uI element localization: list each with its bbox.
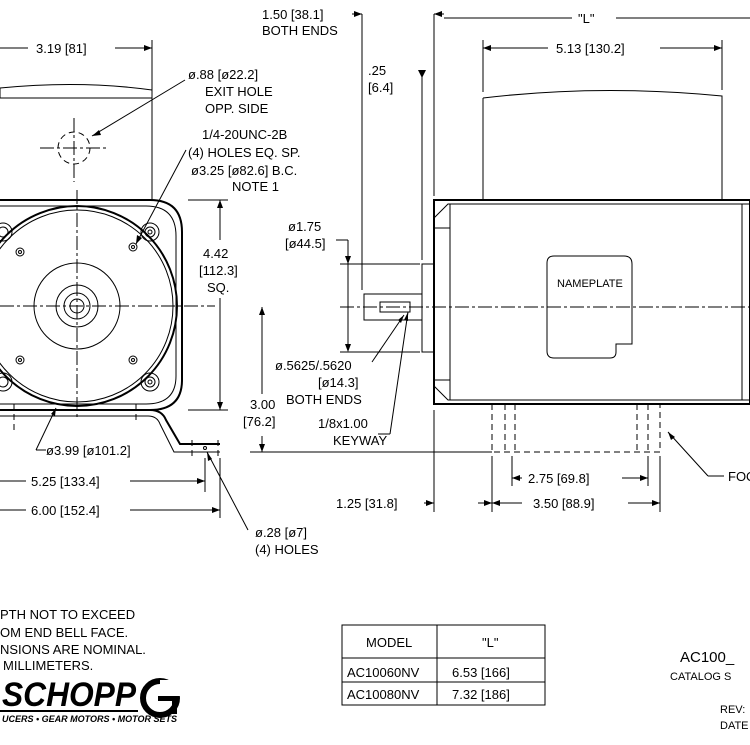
dim-1-50: 1.50 [38.1] [262, 7, 323, 22]
end-view-dimensions: 3.19 [81] ø.88 [ø22.2] EXIT HOLE OPP. SI… [0, 40, 319, 557]
model-table: MODEL "L" AC10060NV 6.53 [166] AC10080NV… [341, 624, 546, 706]
corner-bolt-ul [0, 222, 13, 242]
logo-g-icon [140, 678, 180, 718]
rev-label: REV: [720, 704, 745, 716]
side-view: NAMEPLATE [250, 89, 750, 453]
holes-thread: 1/4-20UNC-2B [202, 127, 287, 142]
dim-0-25-mm: [6.4] [368, 80, 393, 95]
holes-note: NOTE 1 [232, 179, 279, 194]
dim-6-00: 6.00 [152.4] [31, 503, 100, 518]
table-header-model: MODEL [366, 635, 412, 650]
holes-bc: ø3.25 [ø82.6] B.C. [191, 163, 297, 178]
table-cell-model-2: AC10080NV [347, 687, 420, 702]
dim-3-50: 3.50 [88.9] [533, 496, 594, 511]
dim-L: "L" [578, 11, 595, 26]
exit-hole-label: EXIT HOLE [205, 84, 273, 99]
dim-1-25: 1.25 [31.8] [336, 496, 397, 511]
corner-bolt-ll [0, 372, 13, 392]
dim-4-42: 4.42 [203, 246, 228, 261]
foot-hole-count: (4) HOLES [255, 542, 319, 557]
dim-1-75-mm: [ø44.5] [285, 236, 325, 251]
table-header-L: "L" [482, 635, 499, 650]
table-cell-L-1: 6.53 [166] [452, 665, 510, 680]
foot-hole-dia: ø.28 [ø7] [255, 525, 307, 540]
title-block: AC100_ CATALOG S REV: DATE [670, 649, 749, 732]
shaft-both-ends: BOTH ENDS [286, 392, 362, 407]
date-label: DATE [720, 720, 749, 732]
dim-3-00: 3.00 [250, 397, 275, 412]
catalog-label: CATALOG S [670, 671, 731, 683]
dim-4-42-sq: SQ. [207, 280, 229, 295]
dim-1-75: ø1.75 [288, 219, 321, 234]
dim-1-50-label: BOTH ENDS [262, 23, 338, 38]
dim-5-13: 5.13 [130.2] [556, 41, 625, 56]
holes-count: (4) HOLES EQ. SP. [188, 145, 300, 160]
dim-3-00-mm: [76.2] [243, 414, 276, 429]
logo-tagline: UCERS • GEAR MOTORS • MOTOR SETS [2, 714, 177, 724]
corner-bolt-lr [140, 372, 160, 392]
dim-3-99: ø3.99 [ø101.2] [46, 443, 131, 458]
nameplate-label: NAMEPLATE [557, 278, 623, 290]
note-line-2: OM END BELL FACE. [0, 625, 128, 640]
table-cell-model-1: AC10060NV [347, 665, 420, 680]
table-cell-L-2: 7.32 [186] [452, 687, 510, 702]
shaft-dia: ø.5625/.5620 [275, 358, 352, 373]
schopp-logo: SCHOPP UCERS • GEAR MOTORS • MOTOR SETS [0, 676, 182, 724]
note-line-1: PTH NOT TO EXCEED [0, 607, 135, 622]
dim-3-19: 3.19 [81] [36, 41, 87, 56]
exit-hole-dia: ø.88 [ø22.2] [188, 67, 258, 82]
keyway-size: 1/8x1.00 [318, 416, 368, 431]
notes: PTH NOT TO EXCEED OM END BELL FACE. NSIO… [0, 607, 146, 673]
keyway-label: KEYWAY [333, 433, 388, 448]
side-view-dimensions: 1.50 [38.1] BOTH ENDS "L" 5.13 [130.2] .… [243, 7, 750, 512]
exit-hole-side: OPP. SIDE [205, 101, 269, 116]
logo-wordmark: SCHOPP [2, 676, 136, 714]
shaft-dia-mm: [ø14.3] [318, 375, 358, 390]
dim-2-75: 2.75 [69.8] [528, 471, 589, 486]
corner-bolt-ur [140, 222, 160, 242]
end-view [0, 83, 220, 458]
note-line-4: MILLIMETERS. [3, 658, 93, 673]
dim-0-25: .25 [368, 63, 386, 78]
note-line-3: NSIONS ARE NOMINAL. [0, 642, 146, 657]
dim-4-42-mm: [112.3] [199, 263, 238, 278]
foot-label: FOO [728, 469, 750, 484]
nameplate: NAMEPLATE [546, 255, 633, 359]
dim-5-25: 5.25 [133.4] [31, 474, 100, 489]
drawing-title: AC100_ [680, 649, 735, 666]
